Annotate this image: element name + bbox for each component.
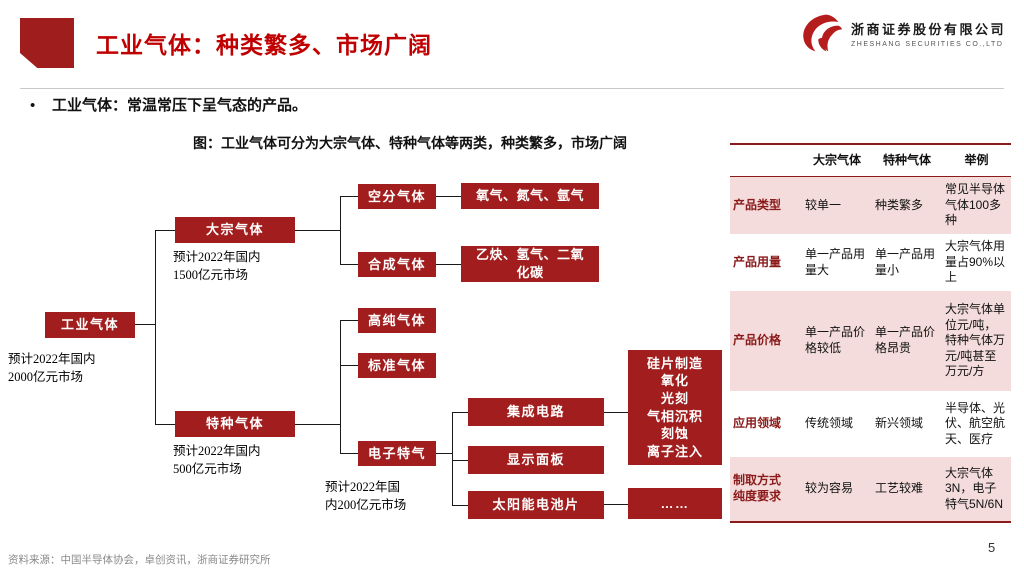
connector [452, 505, 468, 506]
table-header-example: 举例 [964, 152, 989, 167]
node-standard-gas: 标准气体 [358, 353, 436, 378]
caption-electronic-special-gas: 预计2022年国 内200亿元市场 [325, 480, 407, 512]
node-synthesis-gas: 合成气体 [358, 252, 436, 277]
table-cell: 单一产品价格昂贵 [875, 325, 936, 355]
caption-bulk-gas: 预计2022年国内 1500亿元市场 [173, 250, 261, 282]
figure-title: 图：工业气体可分为大宗气体、特种气体等两类，种类繁多，市场广阔 [193, 135, 627, 151]
company-name-cn: 浙商证券股份有限公司 [850, 21, 1006, 37]
table-row: 产品类型 较单一 种类繁多 常见半导体气体100多种 [730, 177, 1011, 234]
node-ellipsis: …… [628, 488, 722, 519]
node-acetylene-hydrogen-co2: 乙炔、氢气、二氧 化碳 [461, 246, 599, 282]
company-name-en: ZHESHANG SECURITIES CO.,LTD [850, 40, 1004, 48]
source-note: 资料来源：中国半导体协会，卓创资讯，浙商证券研究所 [8, 554, 271, 566]
caption-industrial-gas: 预计2022年国内 2000亿元市场 [8, 352, 96, 384]
connector [604, 504, 628, 505]
node-oxygen-nitrogen-argon: 氧气、氮气、氩气 [461, 183, 599, 209]
table-row: 制取方式 纯度要求 较为容易 工艺较难 大宗气体3N，电子特气5N/6N [730, 457, 1011, 521]
connector [452, 412, 453, 505]
connector [436, 453, 452, 454]
table-cell: 大宗气体3N，电子特气5N/6N [945, 465, 1004, 511]
node-special-gas: 特种气体 [175, 411, 295, 437]
row-label: 产品用量 [733, 254, 782, 269]
table-row: 产品用量 单一产品用量大 单一产品用量小 大宗气体用量占90%以上 [730, 234, 1011, 291]
bullet-text: 工业气体：常温常压下呈气态的产品。 [52, 98, 308, 114]
row-label: 产品价格 [733, 333, 782, 348]
connector [436, 196, 461, 197]
connector [295, 230, 340, 231]
table-header-special: 特种气体 [882, 152, 931, 167]
connector [340, 320, 358, 321]
table-cell: 传统领域 [805, 416, 854, 431]
bullet-marker: • [30, 98, 36, 114]
page-number: 5 [988, 540, 996, 555]
node-solar-cell: 太阳能电池片 [468, 491, 604, 519]
connector [452, 412, 468, 413]
table-cell: 工艺较难 [875, 481, 924, 496]
connector [155, 424, 175, 425]
node-integrated-circuit: 集成电路 [468, 398, 604, 426]
connector [340, 196, 341, 264]
table-row: 应用领域 传统领域 新兴领域 半导体、光伏、航空航天、医疗 [730, 391, 1011, 457]
node-bulk-gas: 大宗气体 [175, 217, 295, 243]
table-cell: 大宗气体单位元/吨，特种气体万元/吨甚至万元/方 [945, 302, 1006, 379]
table-cell: 单一产品价格较低 [805, 325, 866, 355]
connector [340, 365, 358, 366]
connector [436, 264, 461, 265]
table-cell: 种类繁多 [875, 197, 924, 212]
corner-accent-shape [20, 18, 74, 68]
table-cell: 半导体、光伏、航空航天、医疗 [945, 400, 1006, 446]
connector [340, 320, 341, 454]
node-air-separation-gas: 空分气体 [358, 184, 436, 209]
connector [604, 412, 628, 413]
header-divider [20, 88, 1004, 89]
node-industrial-gas: 工业气体 [45, 312, 135, 338]
comparison-table: 大宗气体 特种气体 举例 产品类型 较单一 种类繁多 常见半导体气体100多种 … [730, 143, 1011, 523]
node-ic-process-steps: 硅片制造 氧化 光刻 气相沉积 刻蚀 离子注入 [628, 350, 722, 465]
table-cell: 新兴领域 [875, 416, 924, 431]
row-label: 应用领域 [733, 416, 782, 431]
table-header-bulk: 大宗气体 [812, 152, 861, 167]
company-logo-block: 浙商证券股份有限公司 ZHESHANG SECURITIES CO.,LTD [798, 12, 1006, 54]
row-label: 制取方式 纯度要求 [733, 473, 782, 503]
page-title: 工业气体：种类繁多、市场广阔 [96, 32, 432, 58]
connector [135, 324, 155, 325]
company-name-block: 浙商证券股份有限公司 ZHESHANG SECURITIES CO.,LTD [851, 19, 1006, 48]
connector [295, 424, 340, 425]
zheshang-logo-icon [803, 14, 843, 52]
node-high-purity-gas: 高纯气体 [358, 308, 436, 333]
connector [452, 460, 468, 461]
node-display-panel: 显示面板 [468, 446, 604, 474]
connector [340, 196, 358, 197]
table-cell: 较为容易 [805, 481, 854, 496]
table-header-blank [730, 145, 802, 176]
table-cell: 单一产品用量大 [805, 246, 866, 277]
table-cell: 单一产品用量小 [875, 246, 936, 277]
table-row: 产品价格 单一产品价格较低 单一产品价格昂贵 大宗气体单位元/吨，特种气体万元/… [730, 291, 1011, 391]
connector [340, 453, 358, 454]
table-cell: 较单一 [805, 197, 842, 212]
bullet-point: • 工业气体：常温常压下呈气态的产品。 [30, 94, 307, 115]
table-cell: 常见半导体气体100多种 [945, 182, 1006, 228]
caption-special-gas: 预计2022年国内 500亿元市场 [173, 444, 261, 476]
connector [155, 230, 156, 424]
connector [340, 264, 358, 265]
connector [155, 230, 175, 231]
table-header-row: 大宗气体 特种气体 举例 [730, 145, 1011, 177]
row-label: 产品类型 [733, 197, 782, 212]
node-electronic-special-gas: 电子特气 [358, 441, 436, 466]
table-cell: 大宗气体用量占90%以上 [945, 239, 1006, 285]
